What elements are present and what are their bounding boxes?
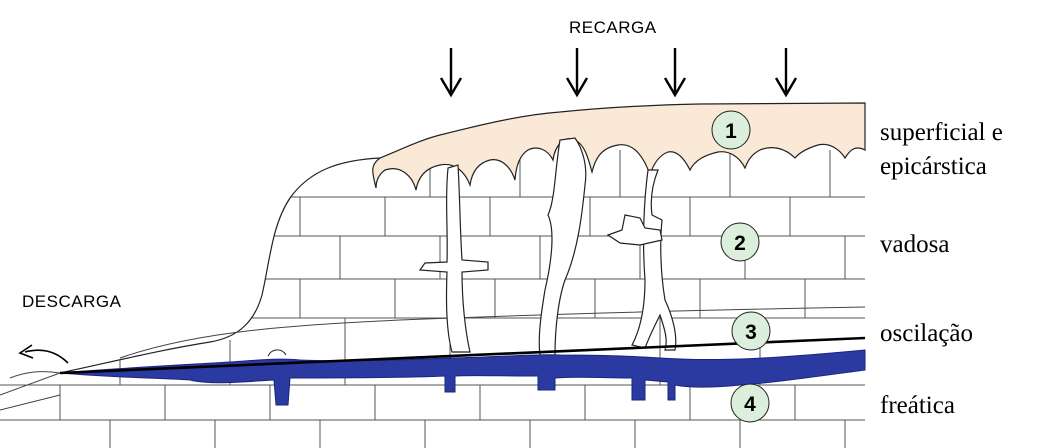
recharge-arrows — [441, 48, 796, 95]
zone-label-3: oscilação — [880, 320, 973, 347]
zone-number: 4 — [744, 393, 756, 416]
down-arrow-icon — [776, 48, 796, 95]
down-arrow-icon — [665, 48, 685, 95]
down-arrow-icon — [567, 48, 587, 95]
recharge-label: RECARGA — [569, 18, 657, 37]
epikarst-layer — [373, 103, 865, 190]
hillslope-outline — [60, 158, 380, 373]
zone-number: 2 — [734, 232, 746, 255]
zone-label-4: freática — [880, 392, 955, 419]
ground-surface — [0, 372, 60, 410]
zone-badge-3: 3 — [732, 312, 770, 350]
curved-arrow-icon — [20, 345, 68, 363]
discharge-label: DESCARGA — [22, 292, 122, 311]
zone-badge-2: 2 — [721, 223, 759, 261]
zone-number: 3 — [745, 321, 757, 344]
zone-badge-1: 1 — [712, 111, 750, 149]
zone-badge-4: 4 — [731, 384, 769, 422]
zone-label-2: vadosa — [880, 231, 949, 258]
small-mound — [268, 350, 286, 356]
zone-number: 1 — [725, 120, 737, 143]
zone-label-1-line-1: superficial e — [880, 119, 1003, 146]
zone-label-1-line-2: epicárstica — [880, 153, 987, 180]
vadose-conduits — [420, 138, 676, 355]
down-arrow-icon — [441, 48, 461, 95]
